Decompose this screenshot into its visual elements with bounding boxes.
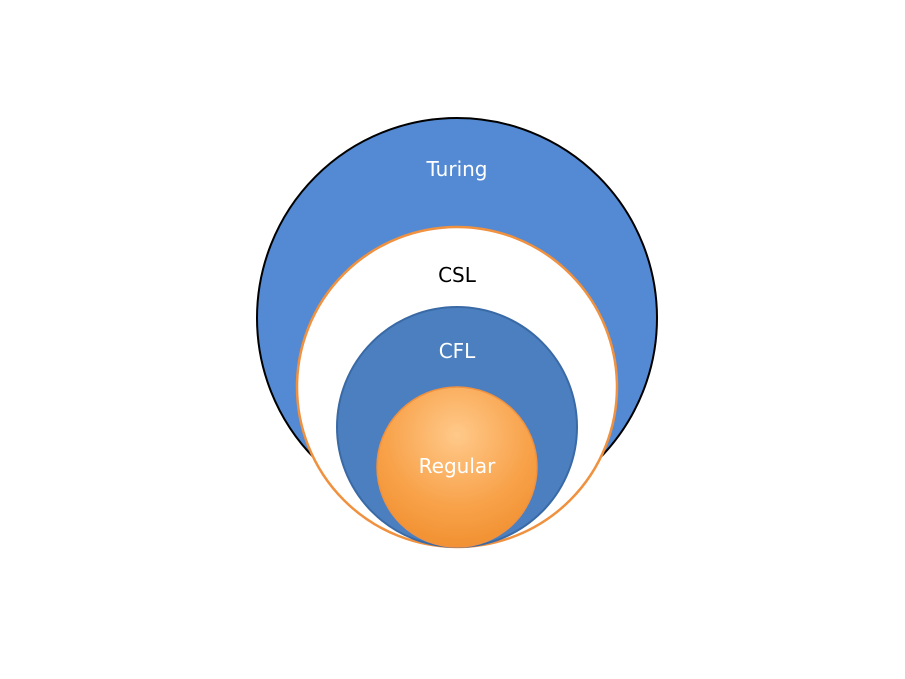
turing-label: Turing <box>425 157 487 181</box>
csl-label: CSL <box>438 263 477 287</box>
cfl-label: CFL <box>439 339 476 363</box>
regular-set-circle <box>376 386 538 548</box>
regular-label: Regular <box>419 454 496 478</box>
